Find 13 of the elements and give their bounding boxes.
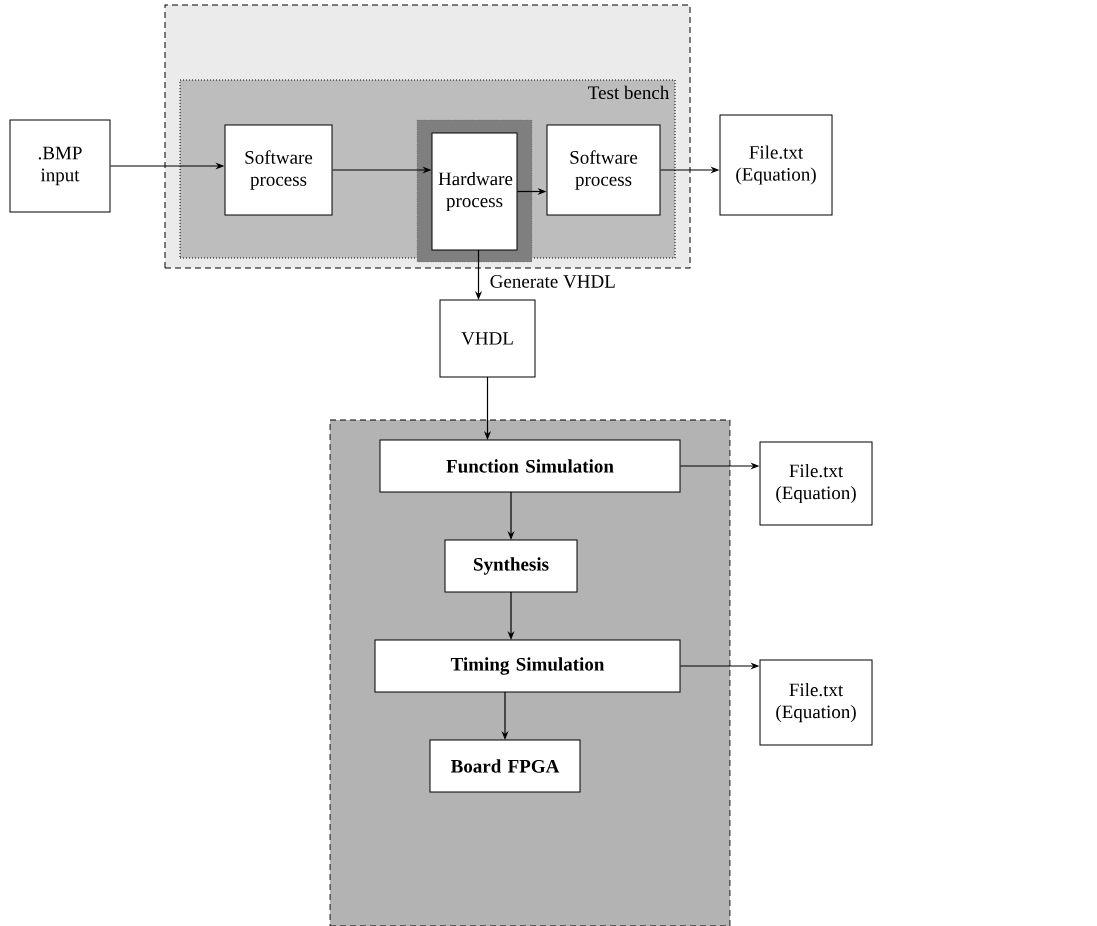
process-box: Function Simulation [379,439,681,493]
process-box: Software process [546,124,661,216]
process-box: .BMP input [9,119,111,213]
process-box: Software process [224,124,333,216]
process-box: File.txt (Equation) [759,441,873,526]
process-box: Hardware process [431,132,518,251]
process-box: File.txt (Equation) [719,114,833,216]
process-box: Timing Simulation [374,639,681,693]
process-box: File.txt (Equation) [759,659,873,746]
process-box: Board FPGA [429,739,581,793]
edge-label: Generate VHDL [488,274,617,289]
process-box: Synthesis [444,539,578,593]
process-box: VHDL [439,299,536,378]
